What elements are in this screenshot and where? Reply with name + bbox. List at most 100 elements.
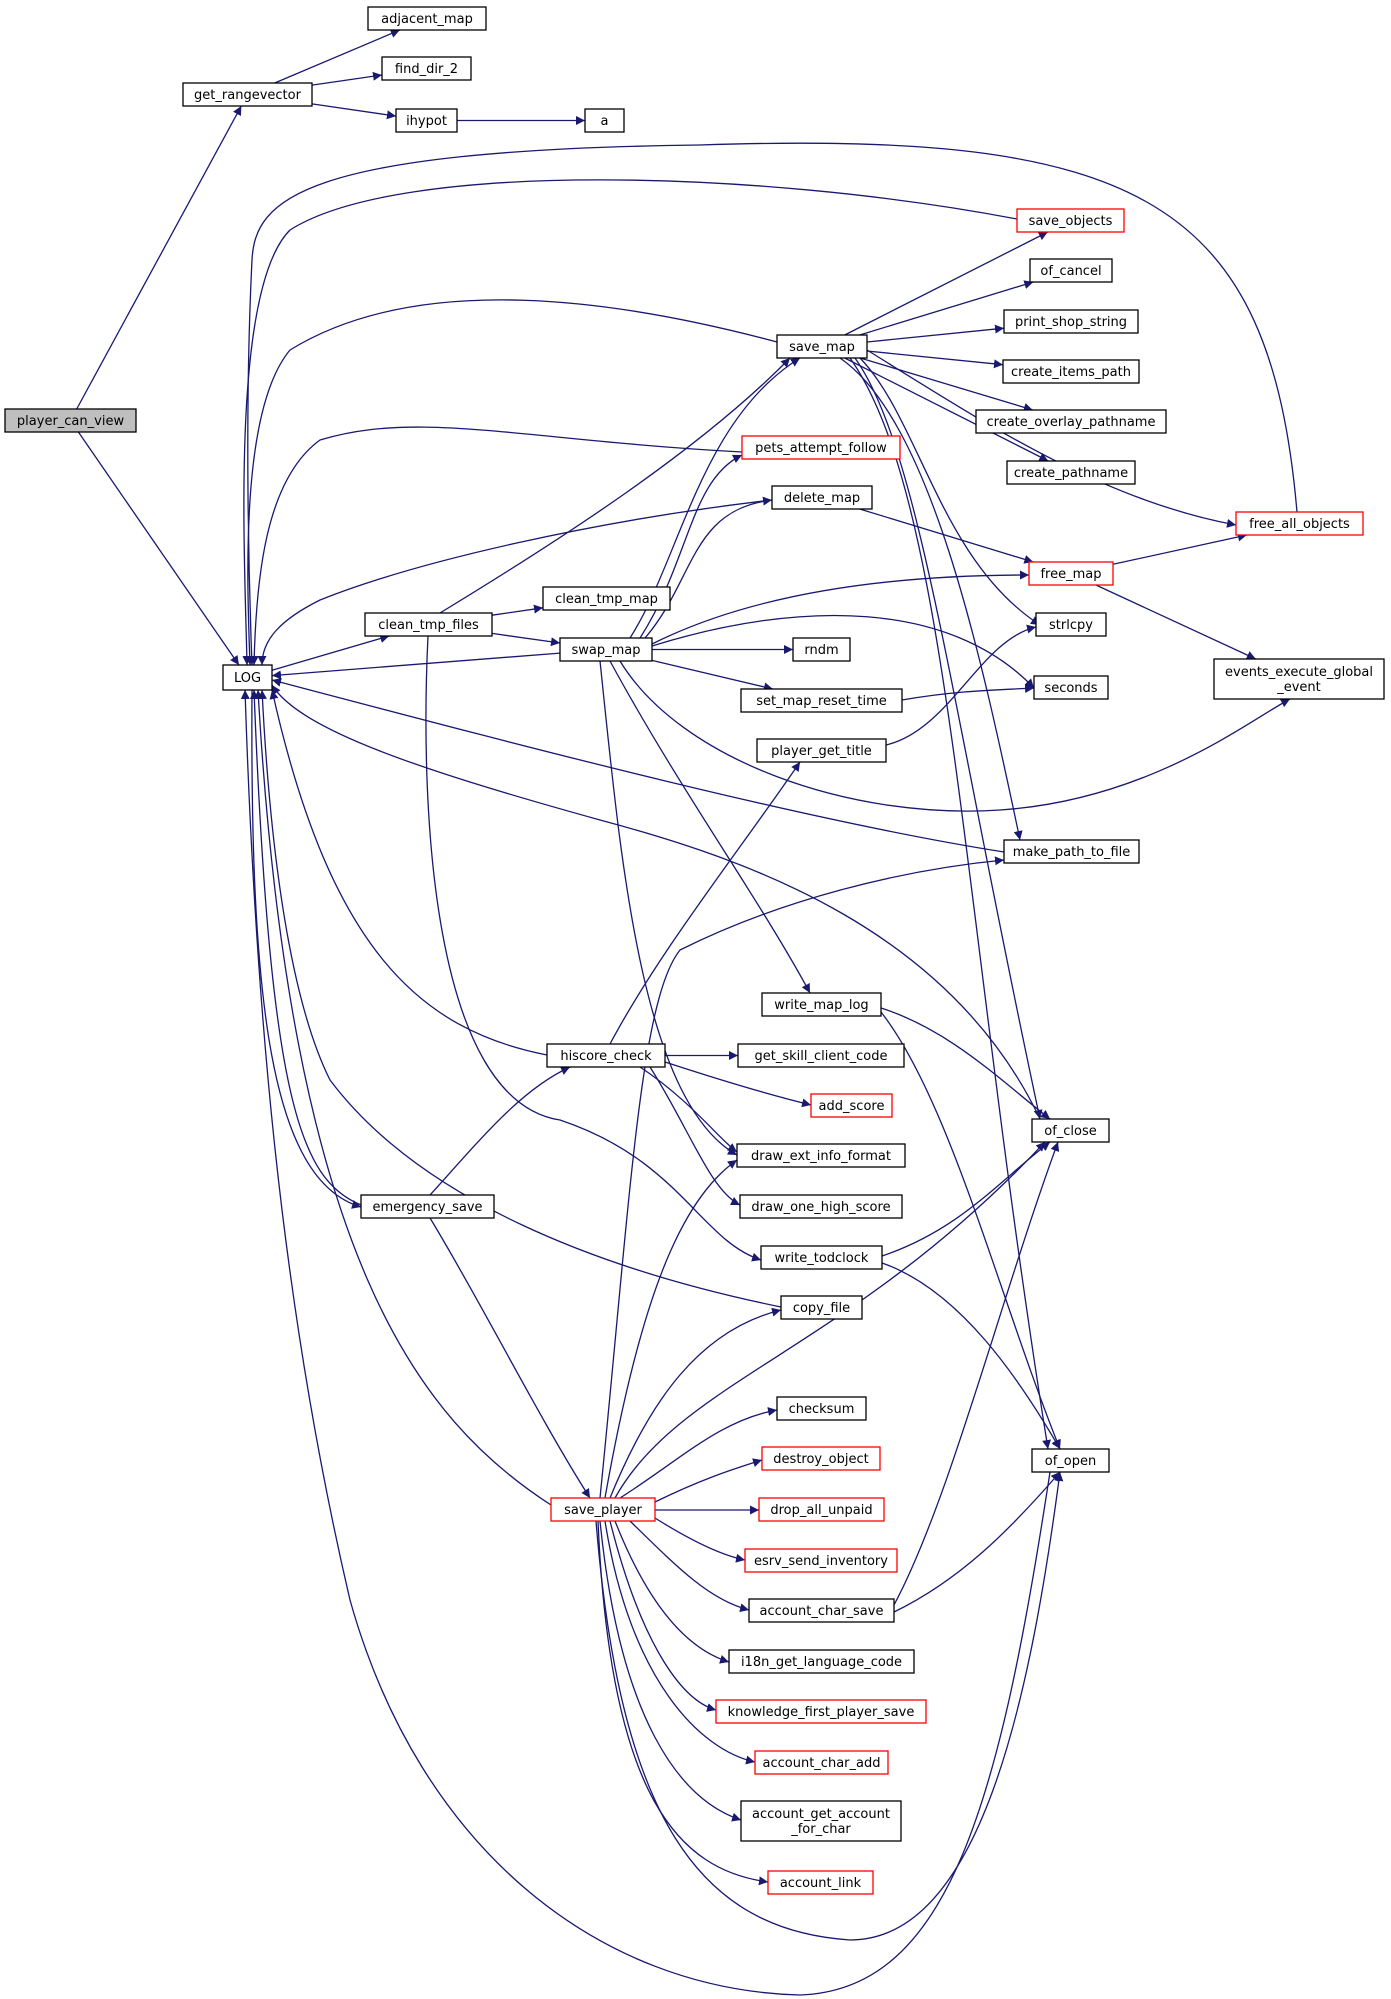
edge-pets_attempt_follow-to-LOG — [249, 426, 743, 666]
edge-copy_file-to-LOG — [257, 689, 782, 1308]
node-box — [1029, 258, 1113, 283]
edge-clean_tmp_files-to-write_todclock — [425, 635, 762, 1262]
node-layer: player_can_view get_rangevector adjacent_m… — [4, 6, 1385, 1895]
node-i18n-get-language-code[interactable]: i18n_get_language_code — [728, 1649, 915, 1674]
node-get-rangevector[interactable]: get_rangevector — [182, 82, 313, 107]
edge-swap_map-to-seconds — [651, 614, 1035, 689]
node-get-skill-client-code[interactable]: get_skill_client_code — [737, 1043, 905, 1068]
node-box — [776, 1396, 867, 1421]
node-write-map-log[interactable]: write_map_log — [761, 992, 882, 1017]
edge-save_map-to-of_close — [854, 357, 1043, 1120]
node-create-items-path[interactable]: create_items_path — [1002, 359, 1140, 384]
node-copy-file[interactable]: copy_file — [780, 1295, 863, 1320]
node-clean-tmp-files[interactable]: clean_tmp_files — [364, 612, 493, 637]
node-rndm[interactable]: rndm — [792, 637, 851, 662]
node-account-char-add[interactable]: account_char_add — [754, 1750, 889, 1775]
edge-swap_map-to-set_map_reset_time — [651, 659, 774, 692]
node-label: hiscore_check — [560, 1049, 652, 1064]
node-label: _event — [1276, 680, 1321, 695]
node-label: of_cancel — [1040, 264, 1101, 279]
edge-free_all_objects-to-LOG — [247, 142, 1298, 666]
node-label: get_skill_client_code — [754, 1049, 887, 1064]
node-label: seconds — [1044, 681, 1097, 696]
node-label: adjacent_map — [381, 12, 473, 27]
node-save-player[interactable]: save_player — [550, 1497, 656, 1522]
node-LOG[interactable]: LOG — [222, 664, 273, 691]
node-draw-ext-info-format[interactable]: draw_ext_info_format — [736, 1143, 906, 1168]
node-player-get-title[interactable]: player_get_title — [756, 738, 887, 763]
node-ihypot[interactable]: ihypot — [395, 108, 458, 133]
node-box — [542, 586, 671, 611]
node-create-overlay-pathname[interactable]: create_overlay_pathname — [975, 409, 1167, 434]
edge-of_close-to-LOG — [271, 684, 1041, 1120]
node-seconds[interactable]: seconds — [1033, 675, 1109, 700]
node-box — [367, 6, 487, 31]
node-box — [780, 1295, 863, 1320]
node-add-score[interactable]: add_score — [810, 1093, 893, 1118]
node-strlcpy[interactable]: strlcpy — [1035, 612, 1107, 637]
node-account-link[interactable]: account_link — [767, 1870, 874, 1895]
node-label: _for_char — [790, 1822, 851, 1837]
node-box — [771, 485, 873, 510]
node-label: of_open — [1045, 1454, 1096, 1469]
node-box — [810, 1093, 893, 1118]
node-box — [748, 1598, 895, 1623]
node-box — [761, 992, 882, 1017]
node-create-pathname[interactable]: create_pathname — [1006, 460, 1136, 485]
node-of-open[interactable]: of_open — [1031, 1448, 1110, 1473]
node-box — [1003, 309, 1139, 334]
node-a[interactable]: a — [584, 108, 625, 133]
edge-clean_tmp_files-to-swap_map — [491, 632, 561, 647]
node-make-path-to-file[interactable]: make_path_to_file — [1003, 839, 1140, 864]
node-write-todclock[interactable]: write_todclock — [760, 1245, 883, 1270]
node-box — [1035, 612, 1107, 637]
edge-write_map_log-to-of_open — [880, 1011, 1061, 1450]
node-draw-one-high-score[interactable]: draw_one_high_score — [739, 1194, 903, 1219]
node-esrv-send-inventory[interactable]: esrv_send_inventory — [744, 1548, 898, 1573]
node-free-map[interactable]: free_map — [1028, 561, 1114, 586]
node-save-objects[interactable]: save_objects — [1016, 208, 1125, 233]
node-save-map[interactable]: save_map — [776, 334, 868, 359]
node-label: account_link — [780, 1876, 862, 1891]
node-find-dir-2[interactable]: find_dir_2 — [381, 56, 472, 81]
node-label: destroy_object — [773, 1452, 868, 1467]
node-clean-tmp-map[interactable]: clean_tmp_map — [542, 586, 671, 611]
edge-swap_map-to-LOG — [271, 652, 561, 680]
node-account-get-account-for-char[interactable]: account_get_account_for_char — [740, 1800, 902, 1842]
node-label: events_execute_global — [1225, 665, 1373, 680]
node-events-execute-global-event[interactable]: events_execute_global_event — [1213, 658, 1385, 700]
node-label: rndm — [804, 643, 838, 658]
node-box — [584, 108, 625, 133]
node-set-map-reset-time[interactable]: set_map_reset_time — [740, 688, 903, 713]
node-box — [1028, 561, 1114, 586]
node-emergency-save[interactable]: emergency_save — [360, 1194, 495, 1219]
edge-clean_tmp_files-to-clean_tmp_map — [491, 604, 544, 616]
node-account-char-save[interactable]: account_char_save — [748, 1598, 895, 1623]
edge-save_map-to-free_all_objects — [866, 349, 1237, 528]
edge-swap_map-to-free_map — [651, 570, 1030, 645]
node-pets-attempt-follow[interactable]: pets_attempt_follow — [741, 435, 901, 460]
node-free-all-objects[interactable]: free_all_objects — [1235, 511, 1364, 536]
node-box — [1235, 511, 1364, 536]
node-drop-all-unpaid[interactable]: drop_all_unpaid — [758, 1497, 885, 1522]
node-knowledge-first-player-save[interactable]: knowledge_first_player_save — [715, 1699, 927, 1724]
node-box — [728, 1649, 915, 1674]
node-of-close[interactable]: of_close — [1031, 1118, 1110, 1143]
node-delete-map[interactable]: delete_map — [771, 485, 873, 510]
node-checksum[interactable]: checksum — [776, 1396, 867, 1421]
edge-save_map-to-print_shop_string — [866, 324, 1005, 343]
node-hiscore-check[interactable]: hiscore_check — [546, 1043, 666, 1068]
node-swap-map[interactable]: swap_map — [559, 637, 653, 662]
node-box — [559, 637, 653, 662]
node-box — [1003, 839, 1140, 864]
node-print-shop-string[interactable]: print_shop_string — [1003, 309, 1139, 334]
node-player-can-view[interactable]: player_can_view — [4, 408, 137, 433]
node-label: write_todclock — [775, 1251, 869, 1266]
edge-clean_tmp_files-to-save_map — [439, 357, 791, 614]
node-adjacent-map[interactable]: adjacent_map — [367, 6, 487, 31]
node-label: i18n_get_language_code — [741, 1655, 902, 1670]
node-of-cancel[interactable]: of_cancel — [1029, 258, 1113, 283]
node-destroy-object[interactable]: destroy_object — [761, 1446, 881, 1471]
node-box — [381, 56, 472, 81]
node-box — [758, 1497, 885, 1522]
